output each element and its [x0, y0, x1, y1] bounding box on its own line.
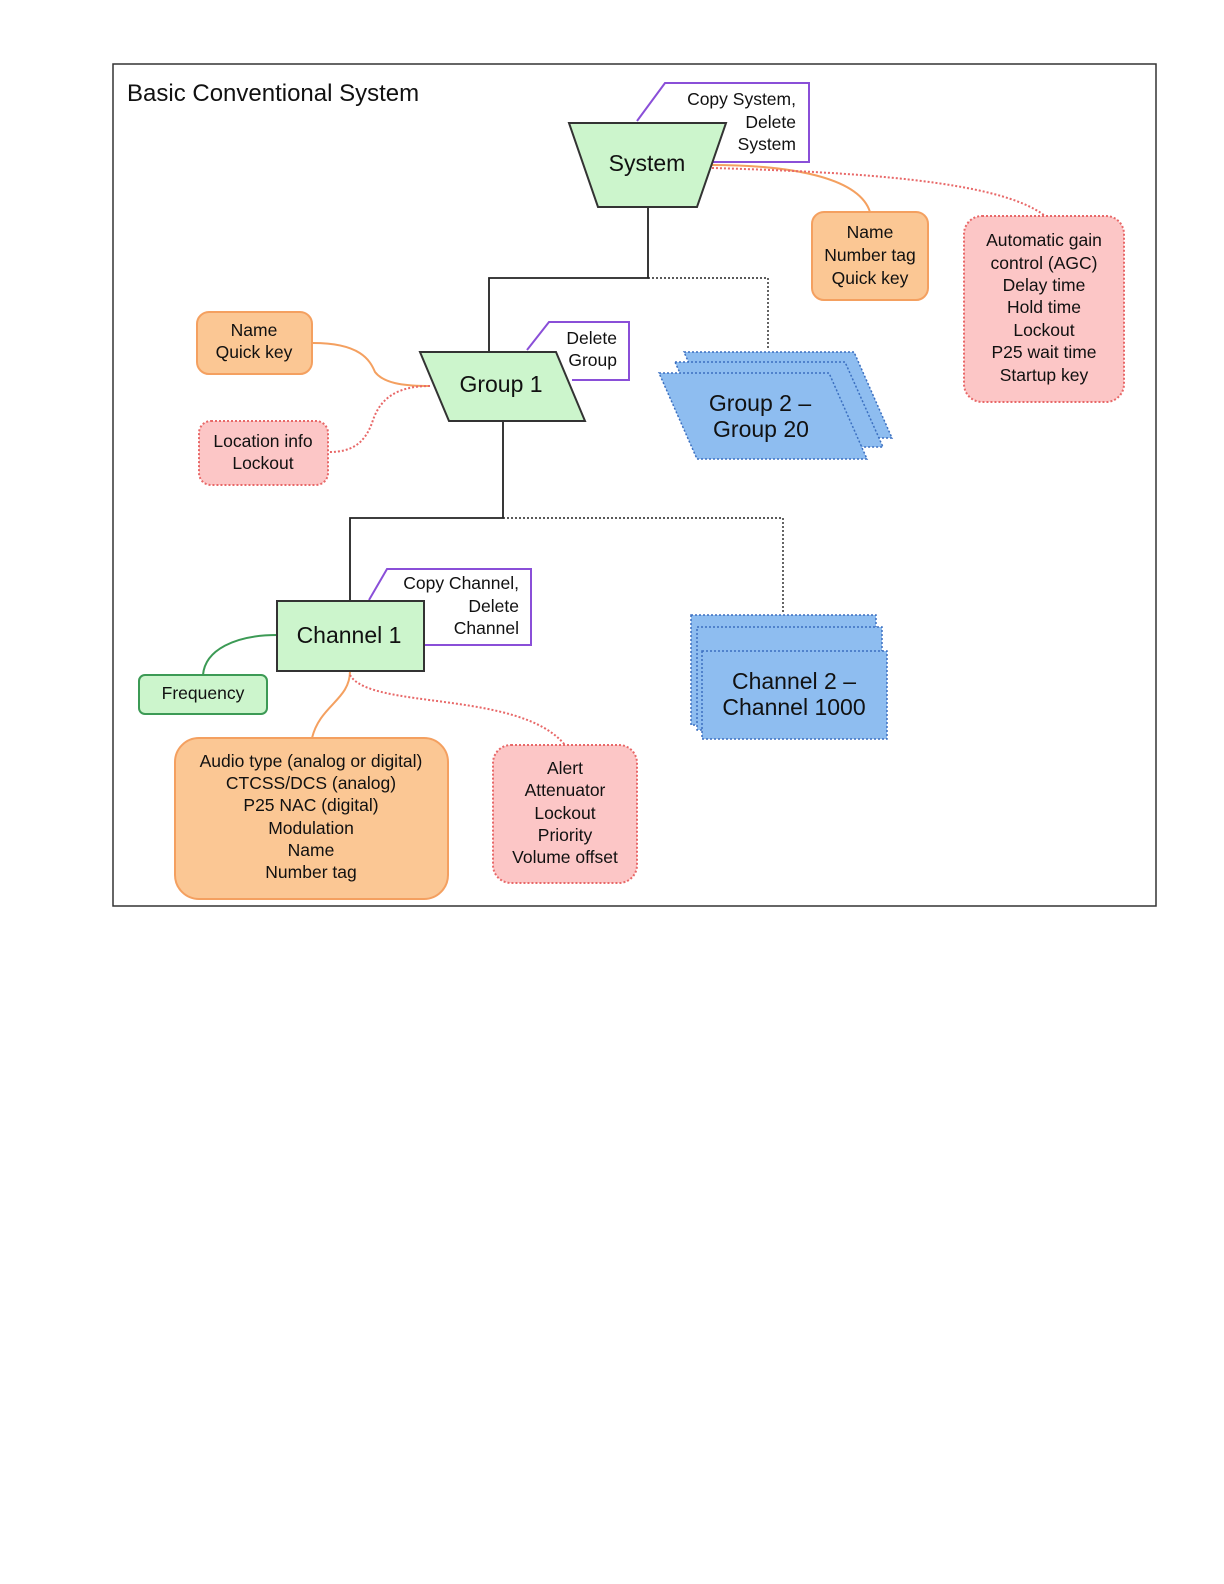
system-advanced-line: Startup key [1000, 365, 1089, 385]
group-attributes-curve [312, 342, 431, 387]
group-advanced-box: Location info Lockout [198, 420, 329, 486]
channel-attribute-line: Audio type (analog or digital) [200, 751, 423, 771]
group-channel-connector [349, 421, 504, 601]
channel-attribute-line: P25 NAC (digital) [243, 795, 378, 815]
group-more-channels-connector [503, 517, 784, 614]
channel-advanced-line: Volume offset [512, 847, 618, 867]
frequency-box: Frequency [138, 674, 268, 715]
diagram-title: Basic Conventional System [127, 80, 419, 107]
system-attribute-line: Quick key [832, 268, 909, 288]
system-menu-line: Delete [745, 112, 796, 132]
channel-advanced-line: Alert [547, 758, 583, 778]
system-label: System [609, 150, 686, 176]
group-attributes-box: Name Quick key [196, 311, 313, 375]
channel-menu-line: Copy Channel, [403, 573, 519, 593]
more-channels-line: Channel 2 – [732, 668, 856, 694]
system-advanced-box: Automatic gain control (AGC) Delay time … [963, 215, 1125, 403]
system-menu-line: Copy System, [687, 89, 796, 109]
more-groups-line: Group 2 – [709, 390, 811, 416]
more-channels-line: Channel 1000 [722, 694, 865, 720]
group-menu-line: Group [568, 350, 617, 370]
channel-menu-line: Delete [468, 596, 519, 616]
channel-advanced-box: Alert Attenuator Lockout Priority Volume… [492, 744, 638, 884]
system-attributes-curve [709, 164, 871, 213]
system-node[interactable]: System [567, 122, 728, 208]
system-attributes-box: Name Number tag Quick key [811, 211, 929, 301]
channel-attribute-line: Modulation [268, 818, 354, 838]
system-attribute-line: Number tag [824, 245, 915, 265]
system-more-groups-connector [648, 277, 769, 350]
channel-attribute-line: Number tag [265, 862, 356, 882]
more-channels-stack[interactable]: Channel 2 – Channel 1000 [690, 614, 888, 740]
system-group-connector [488, 207, 649, 352]
group-label: Group 1 [459, 371, 542, 397]
more-groups-line: Group 20 [713, 416, 809, 442]
channel-advanced-line: Lockout [534, 803, 595, 823]
more-groups-stack[interactable]: Group 2 – Group 20 [657, 351, 894, 460]
system-attribute-line: Name [847, 222, 894, 242]
group-advanced-line: Location info [213, 431, 312, 451]
channel-attributes-box: Audio type (analog or digital) CTCSS/DCS… [174, 737, 449, 900]
channel-frequency-curve [202, 634, 278, 676]
system-advanced-curve [711, 167, 1046, 217]
channel-attributes-curve [311, 670, 351, 739]
channel-node[interactable]: Channel 1 [276, 600, 425, 672]
system-advanced-line: control (AGC) [991, 253, 1098, 273]
channel-advanced-line: Attenuator [525, 780, 606, 800]
frequency-label: Frequency [162, 683, 245, 703]
group-attribute-line: Name [231, 320, 278, 340]
channel-label: Channel 1 [297, 622, 402, 648]
system-advanced-line: Automatic gain [986, 230, 1102, 250]
channel-attribute-line: Name [288, 840, 335, 860]
system-advanced-line: Hold time [1007, 297, 1081, 317]
group-menu-line: Delete [566, 328, 617, 348]
channel-advanced-curve [349, 674, 566, 746]
group-advanced-curve [328, 385, 431, 453]
group-node[interactable]: Group 1 [418, 351, 587, 422]
system-advanced-line: Delay time [1003, 275, 1086, 295]
system-advanced-line: P25 wait time [991, 342, 1096, 362]
group-advanced-line: Lockout [232, 453, 293, 473]
system-menu-line: System [738, 134, 796, 154]
group-attribute-line: Quick key [216, 342, 293, 362]
channel-menu-line: Channel [454, 618, 519, 638]
system-advanced-line: Lockout [1013, 320, 1074, 340]
channel-attribute-line: CTCSS/DCS (analog) [226, 773, 396, 793]
channel-advanced-line: Priority [538, 825, 593, 845]
